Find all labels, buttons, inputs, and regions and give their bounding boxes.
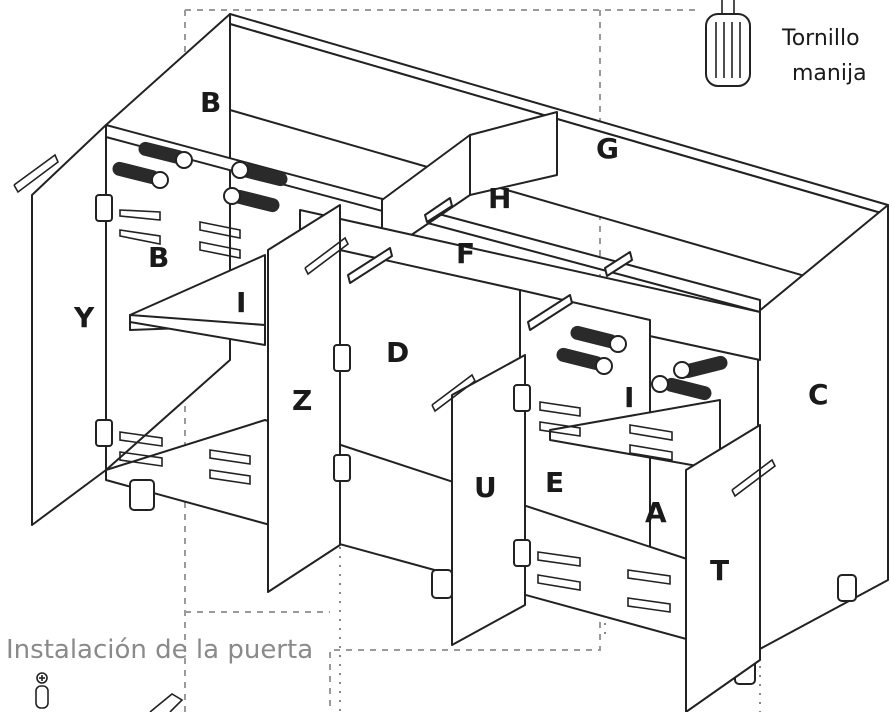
handle-t (731, 458, 777, 498)
label-f: F (456, 237, 475, 270)
dowel-icon (240, 163, 288, 187)
door-y (31, 124, 107, 526)
screw-icon (119, 229, 161, 245)
screw-icon (119, 209, 161, 221)
slides (347, 197, 633, 331)
label-u: U (474, 471, 497, 504)
label-i-right: I (624, 381, 634, 414)
label-b-left: B (148, 241, 169, 274)
screw-icon (539, 401, 581, 417)
handle-screw-icon (705, 0, 751, 87)
label-d: D (386, 336, 409, 369)
slide-icon (347, 247, 393, 284)
screw-icon (629, 424, 673, 441)
dowel-icon (570, 325, 618, 349)
section-title: Instalación de la puerta (6, 635, 313, 665)
dowel-icon (112, 161, 160, 185)
label-a: A (645, 496, 667, 529)
screw-caption-line1: Tornillo (781, 26, 860, 51)
small-screw-icon (35, 672, 49, 709)
hinge-icon (513, 384, 531, 412)
dowel-icon (556, 347, 604, 371)
door-u (451, 354, 526, 646)
label-e: E (545, 466, 564, 499)
screw-icon (539, 421, 581, 437)
hinges (95, 194, 531, 567)
label-b-top: B (200, 86, 221, 119)
slide-icon (604, 251, 633, 277)
hinge-icon (513, 539, 531, 567)
door-t (685, 424, 761, 713)
screw-legend: Tornillo manija (705, 0, 867, 87)
label-g: G (596, 132, 619, 165)
screws (119, 209, 673, 613)
dowels (112, 141, 728, 401)
screw-icon (627, 597, 671, 613)
hinge-preview-icon (149, 693, 184, 713)
part-labels: B G H F B I Y D Z I C U E A T (73, 86, 829, 587)
label-t: T (710, 554, 729, 587)
label-c: C (808, 378, 829, 411)
handle-u (431, 373, 477, 413)
screw-icon (209, 469, 251, 485)
dowel-icon (138, 141, 186, 165)
dowel-icon (664, 377, 712, 401)
doors (31, 124, 761, 713)
screw-icon (627, 569, 671, 585)
hinge-icon (95, 194, 113, 222)
label-h: H (488, 182, 511, 215)
door-z (267, 204, 341, 593)
dowel-icon (680, 355, 728, 379)
screw-icon (199, 221, 241, 239)
slide-icon (527, 294, 573, 331)
screw-icon (537, 551, 581, 567)
label-y: Y (73, 301, 95, 334)
hinge-icon (95, 419, 113, 447)
handle-z (304, 236, 350, 276)
screw-icon (209, 449, 251, 465)
screw-icon (537, 574, 581, 591)
handles (13, 153, 777, 498)
screw-icon (119, 451, 163, 467)
slide-icon (424, 197, 453, 223)
screw-caption-line2: manija (792, 61, 867, 86)
screw-icon (199, 241, 241, 259)
hinge-icon (333, 454, 351, 482)
screw-icon (629, 444, 673, 461)
label-z: Z (292, 384, 312, 417)
screw-icon (119, 431, 163, 447)
bottom-icons (35, 672, 184, 713)
handle-y (13, 153, 59, 194)
hinge-icon (333, 344, 351, 372)
dowel-icon (232, 189, 280, 213)
label-i-left: I (236, 286, 246, 319)
